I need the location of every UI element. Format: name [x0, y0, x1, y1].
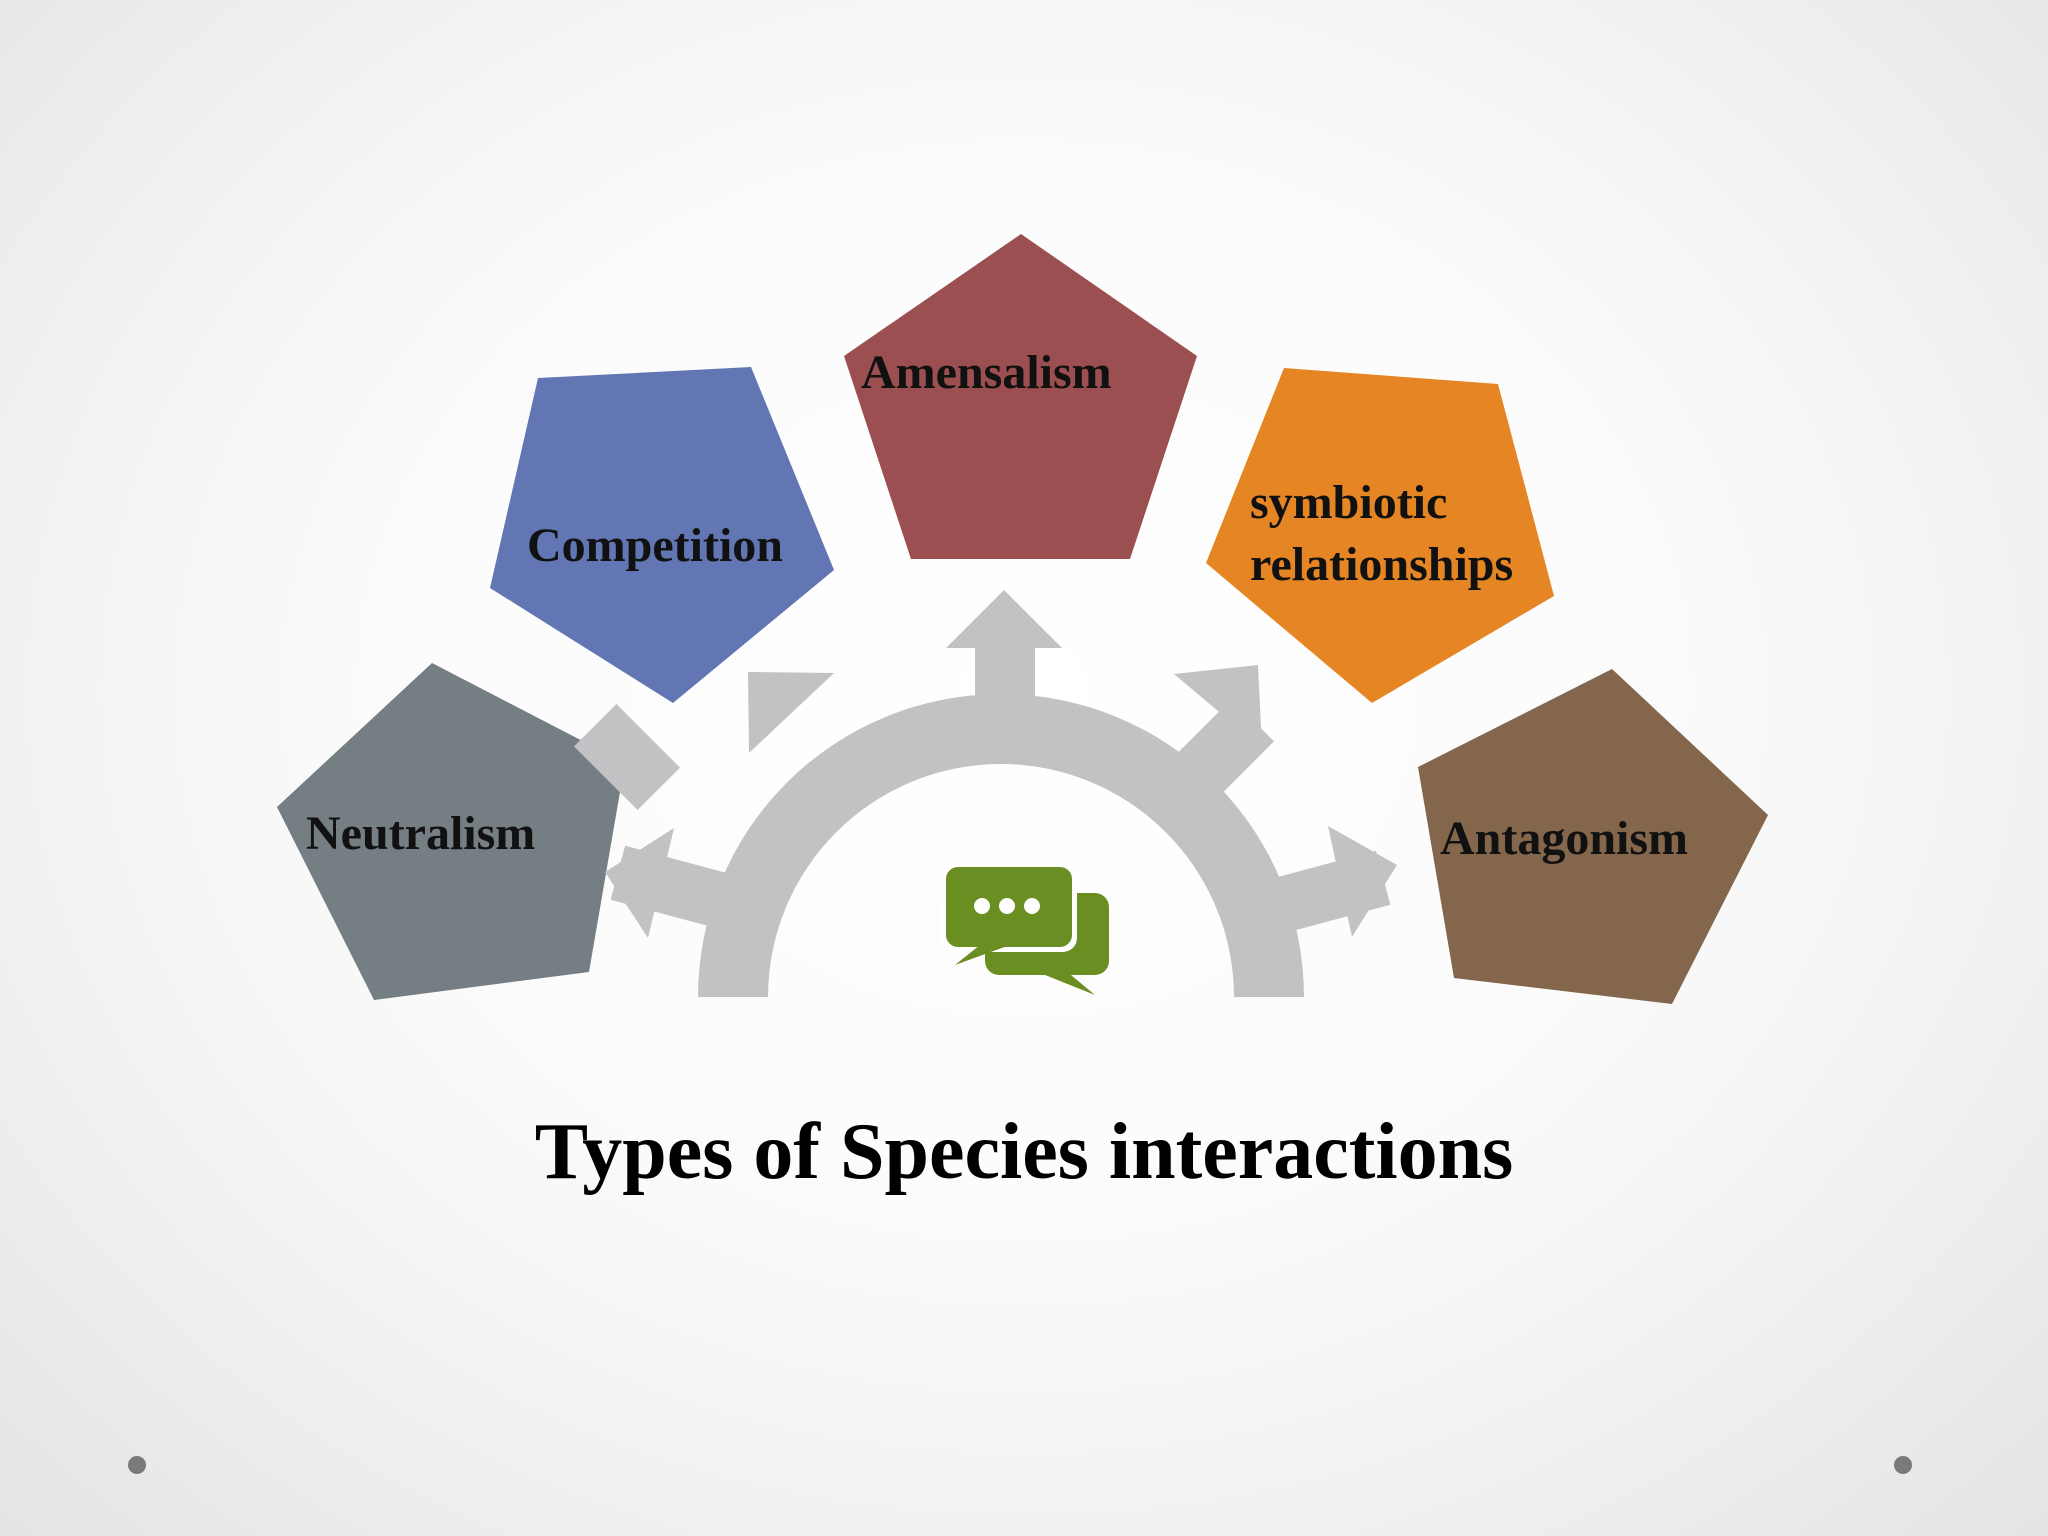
- symbiotic-label-line2: relationships: [1250, 538, 1514, 591]
- competition-label: Competition: [527, 519, 783, 572]
- bullet-dot-right: [1894, 1456, 1912, 1474]
- arrow-head-far-left: [605, 828, 674, 938]
- bullet-dot-left: [128, 1456, 146, 1474]
- arrow-head-right: [1174, 665, 1262, 748]
- arrow-stem-left: [573, 703, 681, 811]
- arc-band: [698, 694, 1304, 997]
- competition-pentagon: [490, 367, 834, 703]
- arrow-head-left: [748, 672, 834, 753]
- arrow-head-far-right: [1328, 826, 1397, 937]
- amensalism-pentagon: [844, 234, 1197, 559]
- neutralism-label: Neutralism: [306, 807, 536, 860]
- chat-bubbles-icon: [941, 862, 1109, 995]
- arrow-arc: [573, 590, 1397, 997]
- neutralism-pentagon: [277, 663, 625, 1000]
- symbiotic-pentagon: [1206, 368, 1554, 703]
- symbiotic-label-line1: symbiotic: [1250, 476, 1448, 529]
- arrow-stem-center: [975, 645, 1035, 710]
- antagonism-label: Antagonism: [1440, 812, 1689, 865]
- antagonism-pentagon: [1418, 669, 1768, 1004]
- symbiotic-label: symbiotic relationships: [1250, 472, 1513, 596]
- arrow-head-center: [946, 590, 1062, 648]
- amensalism-label: Amensalism: [861, 346, 1112, 399]
- page-title: Types of Species interactions: [534, 1108, 1514, 1196]
